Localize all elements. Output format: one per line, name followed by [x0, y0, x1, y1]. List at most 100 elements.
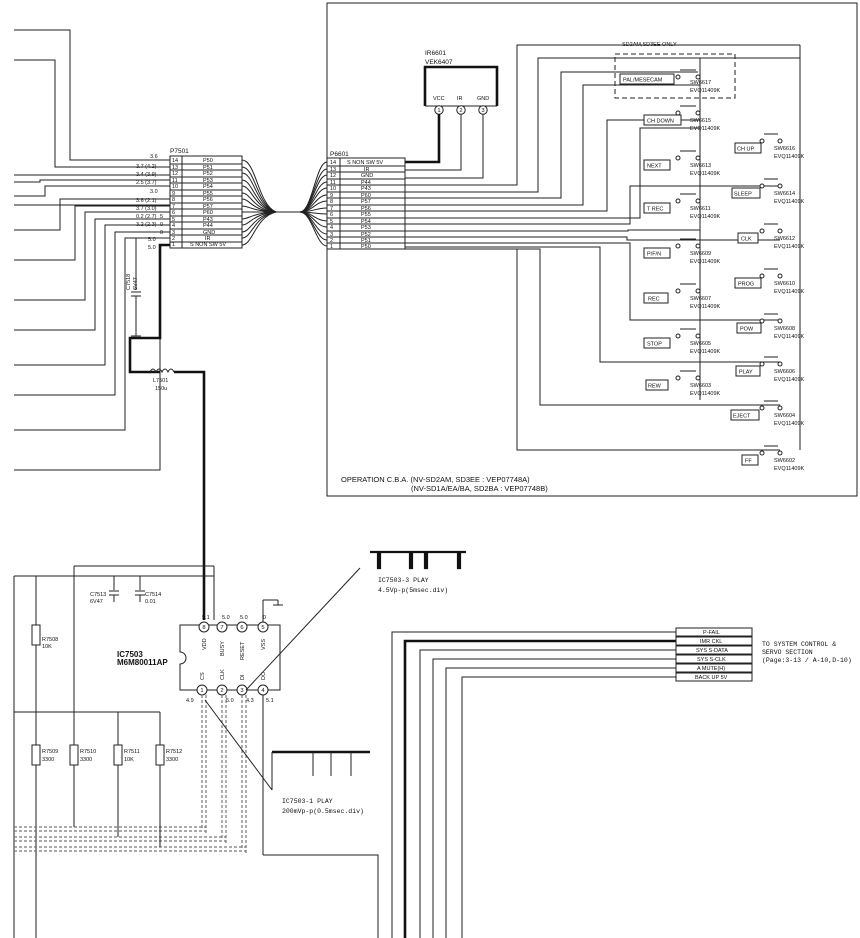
sw-sw6602: SW6602	[774, 458, 795, 464]
switch-t-rec: T REC SW6611 EVQ11409K	[643, 193, 721, 220]
key-clk: CLK	[741, 237, 752, 243]
p6601-name-7: P56	[361, 206, 371, 212]
p6601-pin-1: 1	[330, 244, 333, 250]
c7518-val: 6V47	[133, 277, 139, 290]
p6601-name-6: P55	[361, 212, 371, 218]
p7501-pin-9: 9	[172, 191, 175, 197]
key-rew: REW	[648, 384, 662, 390]
p6601-name-5: P54	[361, 219, 371, 225]
ir-sensor-ref: IR6601	[425, 50, 446, 57]
p7501-pin-2: 2	[172, 236, 175, 242]
signal-imr-ckl: IMR CKL	[700, 639, 722, 645]
signal-sys-s-data: SYS S-DATA	[696, 648, 728, 654]
sw-sw6605: SW6605	[690, 341, 711, 347]
ic-pin-5: 5	[261, 625, 264, 631]
ic-v-2: 5.0	[226, 698, 234, 704]
p6601-name-14: S NON SW 5V	[347, 160, 383, 166]
r7509-val: 3300	[42, 757, 54, 763]
ic-name-do: DO	[261, 671, 267, 680]
board-caption-2: (NV-SD1A/EA/BA, SD2BA : VEP07748B)	[411, 484, 548, 493]
p7501-v-5: 0	[160, 230, 163, 236]
part-sw6605: EVQ11409K	[690, 349, 721, 355]
ic7503-top-pins: 8 7 6 5 VDD BUSY RESET VSS 5.1 5.0 5.0 0	[198, 615, 269, 660]
signal-sys-s-clk: SYS S-CLK	[697, 657, 726, 663]
part-sw6616: EVQ11409K	[774, 154, 805, 160]
ic-pin-3: 3	[240, 688, 243, 694]
resistor-r7509: R7509 3300	[31, 744, 58, 766]
sw-sw6608: SW6608	[774, 326, 795, 332]
switch-rec: REC SW6607 EVQ11409K	[643, 283, 721, 310]
switch-ch-up: CH UP SW6616 EVQ11409K	[734, 133, 805, 160]
p6601-pin-13: 13	[330, 167, 336, 173]
p6601-pin-5: 5	[330, 219, 333, 225]
p7501-name-8: P56	[203, 197, 213, 203]
r7512-ref: R7512	[166, 749, 182, 755]
p6601-name-3: P52	[361, 232, 371, 238]
sw-sw6607: SW6607	[690, 296, 711, 302]
sw-sw6611: SW6611	[690, 206, 711, 212]
p6601-name-4: P53	[361, 225, 371, 231]
signal-label-boxes: P-FAIL IMR CKL SYS S-DATA SYS S-CLK A MU…	[675, 627, 753, 682]
switch-ff: FF SW6602 EVQ11409K	[741, 445, 805, 472]
r7508-val: 10K	[42, 644, 52, 650]
p6601-rows	[327, 165, 405, 244]
p7501-name-3: GND	[203, 230, 215, 236]
board-caption-1: OPERATION C.B.A. (NV-SD2AM, SD3EE : VEP0…	[341, 475, 530, 484]
signal-a-mute: A MUTE(H)	[697, 666, 725, 672]
switch-ch-down: CH DOWN SW6615 EVQ11409K	[643, 105, 721, 132]
p7501-ref: P7501	[170, 148, 189, 155]
key-eject: EJECT	[733, 414, 751, 420]
p7501-pin-4: 4	[172, 223, 175, 229]
ic-pin-6: 6	[240, 625, 243, 631]
p7501-v-11: 2.5 (3.7)	[136, 180, 157, 186]
pal-mesecam-only-area	[614, 53, 736, 99]
ir-pin-3: 3	[481, 108, 484, 114]
waveform-3-title: IC7503-3 PLAY	[378, 577, 429, 584]
c7514-ref: C7514	[145, 592, 161, 598]
p6601-pin-11: 11	[330, 180, 336, 186]
switch-clk: CLK SW6612 EVQ11409K	[737, 223, 805, 250]
ic-name-reset: RESET	[240, 641, 246, 660]
p7501-pin-12: 12	[172, 171, 178, 177]
matrix-wires	[405, 44, 801, 451]
ir-pin-label-ir: IR	[457, 96, 463, 102]
ic-v-3: 4.3	[246, 698, 254, 704]
p6601-pin-6: 6	[330, 212, 333, 218]
p6601-name-10: P43	[361, 186, 371, 192]
c7518-ref: C7518	[126, 274, 132, 290]
p6601-name-9: P60	[361, 193, 371, 199]
part-sw6606: EVQ11409K	[774, 377, 805, 383]
signal-lines	[263, 631, 676, 938]
key-ch-up: CH UP	[737, 147, 754, 153]
ir-pin-label-vcc: VCC	[433, 96, 445, 102]
ic-name-vdd: VDD	[202, 638, 208, 650]
signal-back-up-5v: BACK UP 5V	[695, 675, 728, 681]
p7501-name-13: P51	[203, 165, 213, 171]
p6601-name-11: P44	[361, 180, 371, 186]
p7501-v-9: 3.6 (2.1)	[136, 198, 157, 204]
switch-pal-mesecam: PAL/MESECAM SW6617 EVQ11409K	[619, 69, 721, 94]
p6601-name-12: GND	[361, 173, 373, 179]
inductor-l7501	[149, 368, 175, 374]
p6601-pin-10: 10	[330, 186, 336, 192]
p7501-v-10: 3.0	[150, 189, 158, 195]
resistor-r7511: R7511 10K	[113, 744, 140, 837]
ic-name-busy: BUSY	[220, 641, 226, 656]
key-pal-mesecam: PAL/MESECAM	[623, 78, 663, 84]
part-sw6613: EVQ11409K	[690, 171, 721, 177]
resistor-r7510: R7510 3300	[69, 744, 96, 827]
sw-sw6609: SW6609	[690, 251, 711, 257]
r7510-ref: R7510	[80, 749, 96, 755]
key-ff: FF	[745, 459, 752, 465]
part-sw6604: EVQ11409K	[774, 421, 805, 427]
switch-eject: EJECT SW6604 EVQ11409K	[730, 400, 805, 427]
key-pow: POW	[740, 327, 754, 333]
supply-5v-line	[128, 243, 170, 374]
ic-pin-7: 7	[220, 625, 223, 631]
ic-v-4: 5.1	[266, 698, 274, 704]
p7501-name-7: P57	[203, 204, 213, 210]
key-play: PLAY	[739, 370, 753, 376]
part-sw6602: EVQ11409K	[774, 466, 805, 472]
p7501-pin-10: 10	[172, 184, 178, 190]
